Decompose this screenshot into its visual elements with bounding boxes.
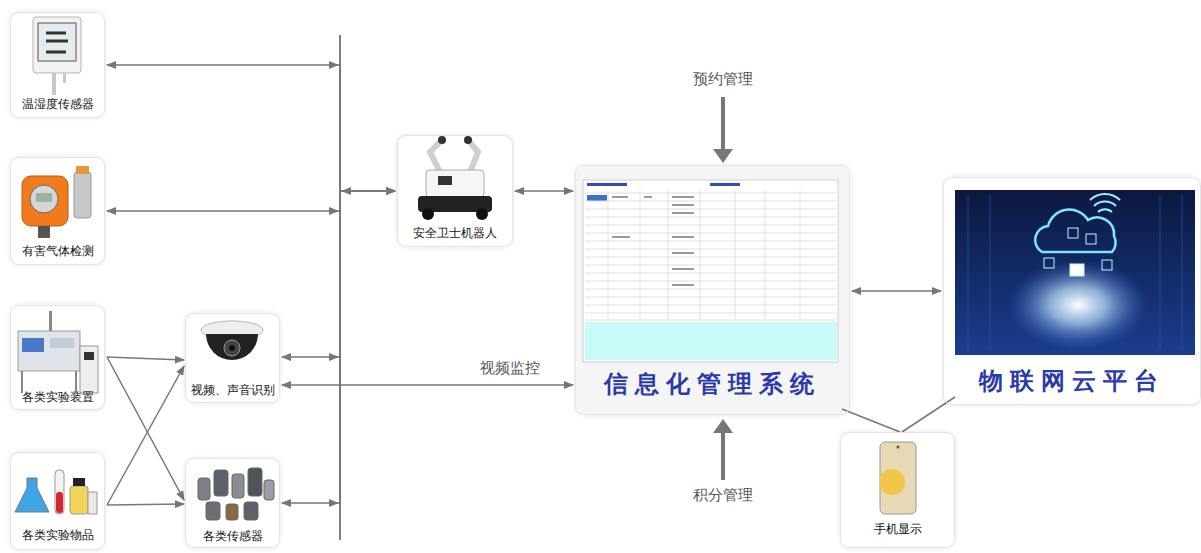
sensors-picture xyxy=(198,468,274,520)
connector xyxy=(107,191,395,211)
panel-ground xyxy=(575,165,850,415)
thermo-sensor-picture xyxy=(33,17,81,95)
connector xyxy=(282,191,395,357)
system-title: 物联网云平台 xyxy=(979,366,1165,396)
sensor-box: 温湿度传感器 xyxy=(10,12,105,118)
system-box: 信息化管理系统 xyxy=(575,165,850,415)
connector xyxy=(282,384,573,386)
robot-picture xyxy=(418,136,492,220)
phone-picture xyxy=(879,442,916,514)
connector xyxy=(107,357,184,500)
connector xyxy=(107,357,184,360)
lab-items-picture xyxy=(15,470,97,514)
lab-device-picture xyxy=(18,311,98,393)
connector xyxy=(902,397,955,432)
robot-box: 安全卫士机器人 xyxy=(397,135,513,247)
connector xyxy=(107,504,184,505)
camera-picture xyxy=(201,321,263,360)
node-label: 安全卫士机器人 xyxy=(413,226,497,241)
node-label: 各类传感器 xyxy=(203,529,263,544)
item-box: 各类实验物品 xyxy=(10,452,105,550)
node-label: 温湿度传感器 xyxy=(22,97,94,112)
input-label: 积分管理 xyxy=(690,486,756,505)
connector xyxy=(852,290,941,292)
node-label: 手机显示 xyxy=(874,522,922,537)
edge-label: 视频监控 xyxy=(477,359,543,378)
node-label: 各类实验装置 xyxy=(22,390,94,405)
connector xyxy=(282,191,395,503)
connector xyxy=(515,190,573,192)
device-box: 各类实验装置 xyxy=(10,305,105,410)
detector-box: 有害气体检测 xyxy=(10,157,105,265)
connector xyxy=(107,65,395,191)
node-label: 视频、声音识别 xyxy=(191,383,275,398)
screenshot-picture xyxy=(583,180,838,362)
platform-box: 物联网云平台 xyxy=(943,177,1201,405)
cloud-picture xyxy=(955,190,1195,355)
camera-box: 视频、声音识别 xyxy=(185,313,280,403)
connector xyxy=(842,409,900,432)
connector xyxy=(107,366,184,505)
gas-detector-picture xyxy=(22,166,91,238)
node-label: 有害气体检测 xyxy=(22,244,94,259)
system-title: 信息化管理系统 xyxy=(604,369,821,399)
sensor-box: 各类传感器 xyxy=(185,458,280,548)
phone-box: 手机显示 xyxy=(840,432,955,548)
node-label: 各类实验物品 xyxy=(22,528,94,543)
input-label: 预约管理 xyxy=(690,70,756,89)
